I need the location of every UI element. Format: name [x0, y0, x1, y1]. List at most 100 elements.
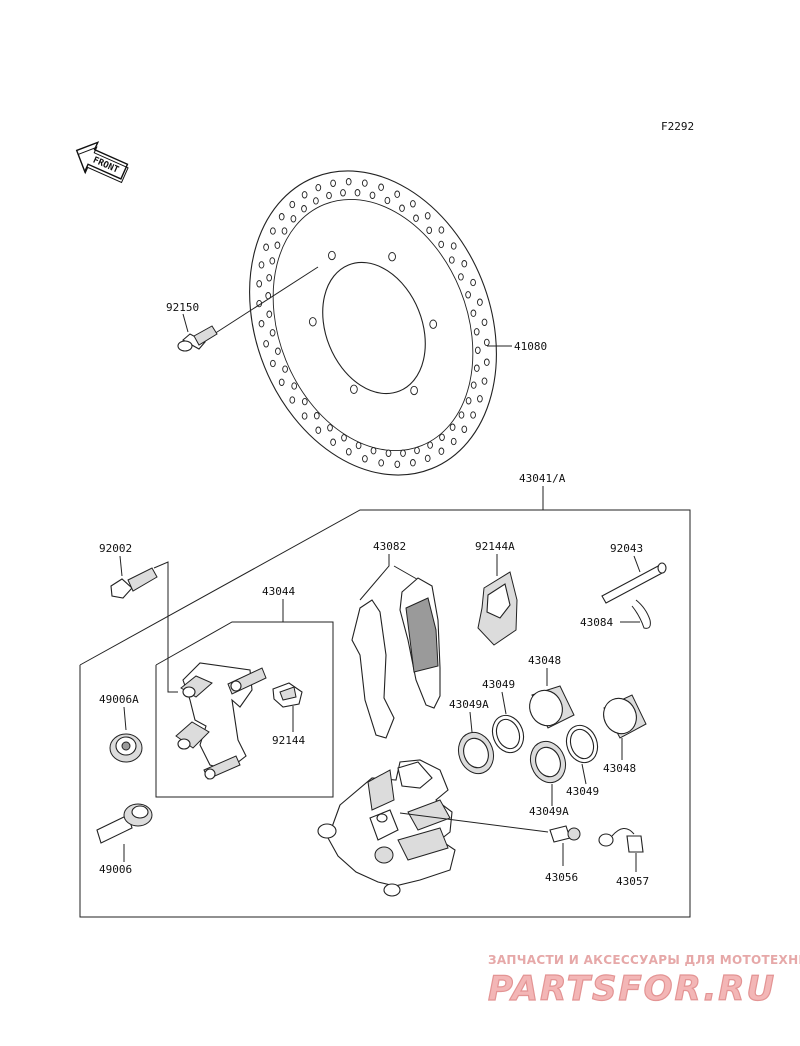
disc-hole [345, 178, 352, 186]
disc-hole [473, 364, 480, 372]
disc-hole [274, 241, 281, 249]
disc-hole [266, 310, 273, 318]
disc-hole [315, 183, 322, 192]
label-43057: 43057 [616, 875, 649, 888]
watermark-logo: PARTSFOR.RU [488, 969, 776, 1009]
disc-hole [465, 397, 472, 405]
caliper-bolt [110, 567, 158, 599]
disc-hole [308, 317, 317, 327]
disc-hole [278, 213, 285, 221]
label-43056: 43056 [545, 871, 578, 884]
label-92150: 92150 [166, 301, 199, 314]
disc-hole [394, 190, 401, 198]
disc-hole [362, 455, 368, 463]
disc-hole [465, 291, 471, 299]
disc-hole [410, 459, 416, 467]
label-43049-top: 43049 [482, 678, 515, 691]
disc-hole [384, 196, 391, 205]
disc-hole [470, 309, 477, 317]
label-43049a-top: 43049A [449, 698, 489, 711]
disc-hole [281, 227, 288, 235]
disc-hole [470, 411, 476, 419]
label-92043: 92043 [610, 542, 643, 555]
piston-lower [603, 694, 647, 739]
disc-hole [477, 298, 483, 306]
disc-hole [424, 454, 431, 463]
label-43084: 43084 [580, 616, 613, 629]
disc-hole [270, 227, 276, 235]
disc-hole [301, 412, 308, 420]
disc-hole [424, 212, 431, 220]
dust-boot [109, 733, 143, 763]
disc-hole [470, 278, 476, 287]
piston-seal-lower [565, 724, 599, 764]
label-41080: 41080 [514, 340, 547, 353]
diagram-code: F2292 [661, 120, 694, 133]
disc-hole [340, 189, 346, 197]
label-43044: 43044 [262, 585, 295, 598]
disc-hole [378, 183, 384, 191]
disc-hole [256, 280, 263, 288]
bleeder-valve [549, 825, 581, 843]
disc-hole [370, 447, 377, 455]
disc-hole [291, 382, 298, 390]
disc-hole [481, 318, 488, 326]
disc-holes [256, 178, 490, 468]
disc-hole [258, 320, 265, 328]
disc-hole [270, 359, 276, 368]
piston-seal-upper [491, 714, 525, 754]
disc-hole [315, 426, 322, 434]
brake-pad-right [399, 577, 441, 709]
disc-hole [427, 441, 433, 449]
disc-hole [426, 226, 433, 234]
disc-hole [278, 378, 285, 386]
pin-clip [631, 599, 651, 629]
disc-hole [438, 240, 445, 249]
disc-hole [263, 340, 269, 348]
disc-hole [477, 395, 483, 403]
dust-seal-lower [529, 740, 567, 784]
disc-hole [483, 358, 490, 366]
disc-hole [266, 274, 273, 282]
disc-hole [450, 242, 457, 250]
disc-hole [282, 365, 288, 373]
label-43082: 43082 [373, 540, 406, 553]
disc-hole [388, 252, 396, 262]
label-49006a: 49006A [99, 693, 139, 706]
pad-spring-clip [272, 682, 303, 708]
disc-hole [301, 205, 307, 213]
disc-hole [429, 319, 438, 329]
caliper-bracket [175, 662, 267, 780]
bracket-subframe [155, 621, 334, 798]
disc-hole [354, 189, 361, 197]
label-92144a: 92144A [475, 540, 515, 553]
disc-hole [290, 215, 297, 223]
disc-hole [289, 396, 296, 404]
label-92002: 92002 [99, 542, 132, 555]
watermark-tagline: ЗАПЧАСТИ И АКСЕССУАРЫ ДЛЯ МОТОТЕХНИКИ [488, 953, 800, 967]
disc-hole [313, 412, 320, 420]
disc-hole [378, 459, 385, 467]
disc-hole [410, 385, 418, 396]
disc-hole [275, 347, 281, 355]
disc-hole [361, 179, 368, 187]
disc-hole [301, 191, 308, 199]
disc-hole [400, 449, 406, 457]
disc-hole [263, 243, 269, 251]
caliper-assembly-frame [79, 509, 691, 918]
piston-upper [529, 685, 575, 729]
disc-hole [439, 433, 445, 441]
disc-hole [458, 273, 464, 281]
disc-bolt [177, 266, 319, 352]
disc-hole [301, 397, 308, 406]
disc-hole [289, 200, 296, 209]
brake-disc [249, 170, 497, 476]
label-43048-top: 43048 [528, 654, 561, 667]
front-arrow-icon: FRONT [75, 141, 129, 184]
disc-hole [438, 447, 445, 455]
disc-hole [313, 197, 319, 205]
disc-hole [326, 191, 332, 200]
label-92144: 92144 [272, 734, 305, 747]
disc-hole [328, 250, 336, 261]
